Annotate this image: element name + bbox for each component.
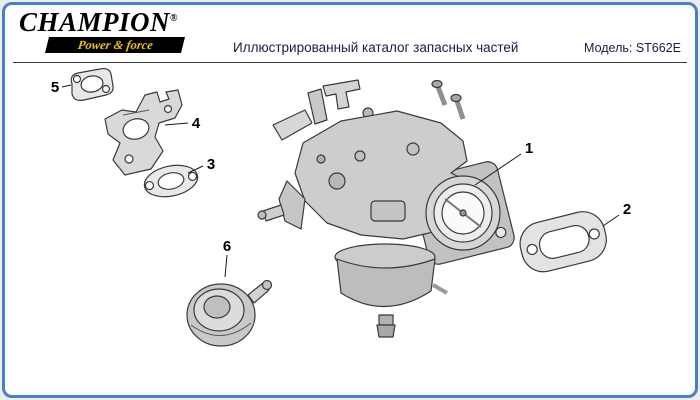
part-5-gasket (70, 67, 114, 101)
leader-line-6 (224, 254, 228, 278)
header-divider (13, 62, 687, 63)
parts-diagram: 1 2 3 4 5 6 (51, 67, 631, 347)
page-title: Иллюстрированный каталог запасных частей (233, 40, 519, 55)
part-3-gasket (143, 164, 199, 198)
leader-line-2 (602, 214, 620, 227)
callout-4: 4 (164, 115, 201, 132)
leader-line-1 (474, 153, 522, 186)
leader-line-3 (187, 165, 204, 174)
header: CHAMPION® Power & force Иллюстрированный… (5, 5, 695, 63)
callout-label-4: 4 (192, 115, 201, 132)
leader-line-4 (164, 122, 189, 126)
logo-wordmark: CHAMPION® (19, 9, 209, 36)
model-label: Модель: ST662E (584, 41, 681, 55)
callout-6: 6 (223, 238, 231, 278)
part-2-gasket (519, 211, 607, 273)
part-6-primer-pump (186, 279, 273, 347)
logo-tagline-strip: Power & force (45, 37, 185, 53)
callout-5: 5 (51, 79, 72, 96)
callout-2: 2 (602, 201, 631, 227)
callout-label-3: 3 (207, 156, 215, 173)
callout-label-5: 5 (51, 79, 59, 96)
callout-label-6: 6 (223, 238, 231, 255)
callout-3: 3 (187, 156, 215, 174)
logo-text: CHAMPION (19, 7, 171, 37)
callout-label-1: 1 (525, 140, 533, 157)
part-1-carburetor (257, 79, 515, 338)
leader-line-5 (61, 84, 72, 88)
logo-tagline: Power & force (76, 37, 154, 52)
part-4-bracket (104, 89, 183, 176)
diagram-area: 1 2 3 4 5 6 (5, 63, 695, 395)
callout-1: 1 (474, 140, 533, 186)
registered-mark: ® (170, 13, 179, 24)
champion-logo: CHAMPION® Power & force (19, 9, 209, 53)
callout-label-2: 2 (623, 201, 631, 218)
